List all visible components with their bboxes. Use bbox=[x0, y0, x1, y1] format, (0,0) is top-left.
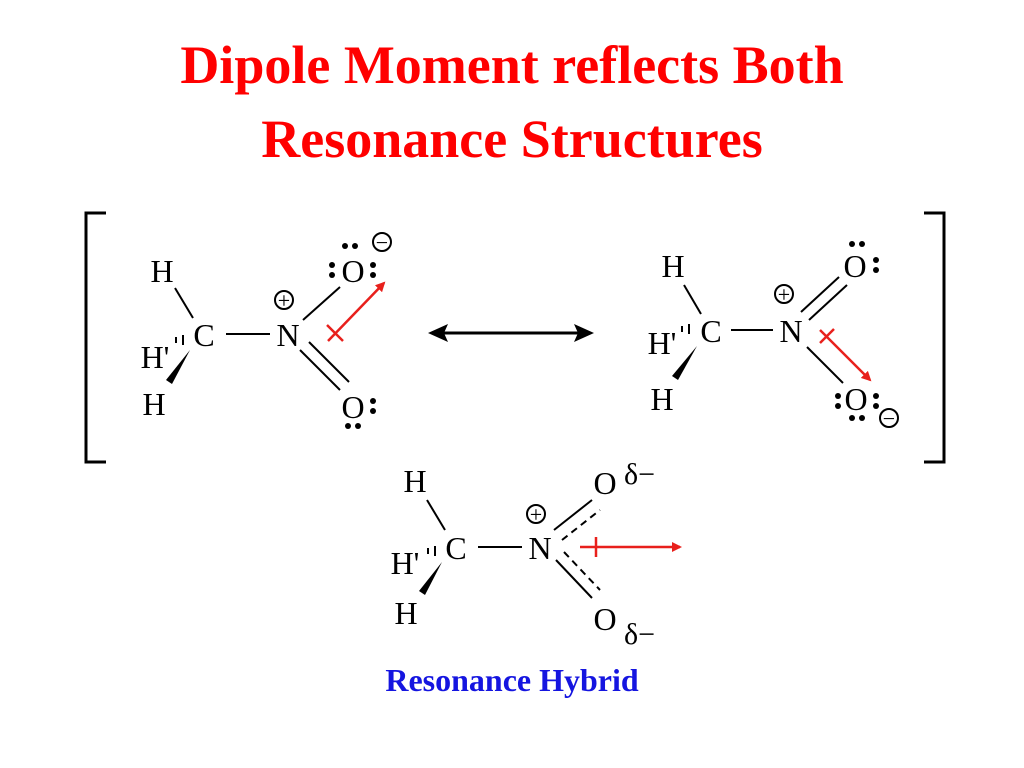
atom-h-top: H bbox=[661, 248, 684, 284]
atom-h-top: H bbox=[150, 253, 173, 289]
atom-h-prime: H' bbox=[391, 545, 420, 581]
bond-n-o-double-b bbox=[308, 341, 350, 383]
atom-o-bottom: O bbox=[844, 381, 867, 417]
atom-h-bottom: H bbox=[650, 381, 673, 417]
partial-charge-bottom: δ− bbox=[624, 618, 655, 651]
atom-o-top: O bbox=[341, 253, 364, 289]
atom-c: C bbox=[445, 530, 466, 566]
bond-c-h-wedge bbox=[672, 346, 697, 380]
atom-n: N bbox=[528, 530, 551, 566]
right-structure: H H' H C N O O + − bbox=[648, 241, 899, 431]
dipole-arrow-right bbox=[819, 328, 872, 382]
atom-o-bottom: O bbox=[341, 389, 364, 425]
title-line-2: Resonance Structures bbox=[261, 109, 763, 169]
bond-c-h-wedge bbox=[166, 350, 190, 384]
atom-h-bottom: H bbox=[394, 595, 417, 631]
lone-pairs bbox=[835, 241, 879, 421]
plus-charge: + bbox=[778, 282, 790, 307]
minus-charge-circle bbox=[879, 408, 899, 428]
bond-n-o-double-a bbox=[299, 349, 341, 391]
plus-charge-circle bbox=[526, 504, 546, 524]
bond-n-o-double-b bbox=[808, 284, 848, 321]
bond-n-o-single bbox=[806, 346, 844, 384]
dipole-arrow-left bbox=[326, 281, 386, 342]
title-line-1: Dipole Moment reflects Both bbox=[180, 35, 844, 95]
bond-c-h-hashed bbox=[175, 335, 184, 345]
hybrid-structure: H H' H C N O O δ− δ− + bbox=[391, 458, 682, 651]
atom-h-prime: H' bbox=[648, 325, 677, 361]
plus-charge: + bbox=[278, 288, 290, 313]
minus-charge: − bbox=[376, 230, 388, 255]
atom-o-top: O bbox=[593, 465, 616, 501]
dipole-arrow-hybrid bbox=[580, 537, 682, 557]
atom-n: N bbox=[276, 317, 299, 353]
atom-h-prime: H' bbox=[141, 339, 170, 375]
bond-n-o-single bbox=[302, 286, 341, 321]
plus-charge: + bbox=[530, 502, 542, 527]
bond-n-o-bottom-solid bbox=[555, 559, 593, 599]
resonance-arrow bbox=[428, 324, 594, 342]
lone-pairs bbox=[329, 243, 376, 429]
hybrid-caption: Resonance Hybrid bbox=[385, 662, 639, 698]
partial-charge-top: δ− bbox=[624, 458, 655, 491]
bond-n-o-top-dashed bbox=[561, 509, 601, 541]
atom-c: C bbox=[193, 317, 214, 353]
atom-o-top: O bbox=[843, 248, 866, 284]
bond-c-h-wedge bbox=[419, 562, 442, 595]
minus-charge: − bbox=[883, 406, 895, 431]
atom-c: C bbox=[700, 313, 721, 349]
bond-c-h bbox=[683, 284, 702, 315]
atom-h-top: H bbox=[403, 463, 426, 499]
bond-c-h-hashed bbox=[681, 324, 690, 334]
bond-n-o-double-a bbox=[800, 276, 840, 313]
plus-charge-circle bbox=[274, 290, 294, 310]
bond-n-o-top-solid bbox=[553, 499, 593, 531]
right-bracket bbox=[924, 211, 946, 464]
left-bracket bbox=[84, 211, 106, 464]
left-structure: H H' H C N O O + − bbox=[141, 230, 392, 429]
bond-c-h-hashed bbox=[427, 546, 436, 556]
minus-charge-circle bbox=[372, 232, 392, 252]
atom-o-bottom: O bbox=[593, 601, 616, 637]
plus-charge-circle bbox=[774, 284, 794, 304]
bond-c-h bbox=[426, 499, 446, 531]
atom-h-bottom: H bbox=[142, 386, 165, 422]
bond-c-h bbox=[174, 287, 194, 319]
bond-n-o-bottom-dashed bbox=[563, 551, 601, 591]
atom-n: N bbox=[779, 313, 802, 349]
